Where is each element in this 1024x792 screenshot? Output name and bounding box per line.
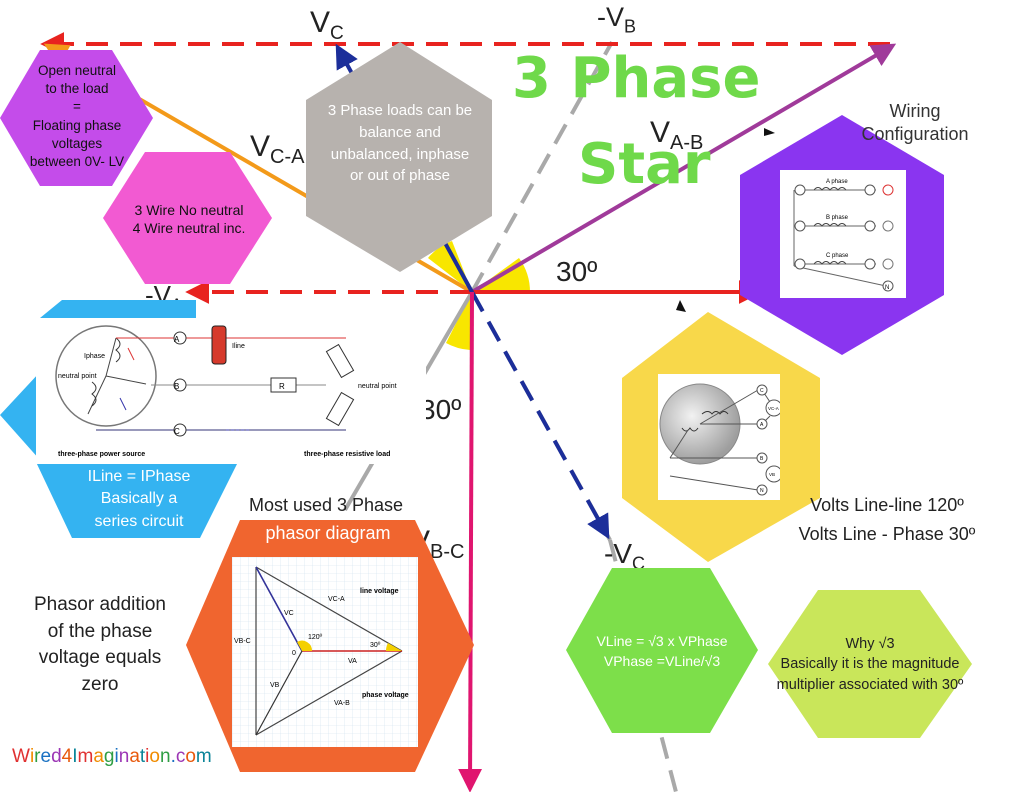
phasor-image: VC VC-A line voltage VB-C 120º 30º 0 VA …: [232, 557, 418, 747]
vector-vab: [470, 43, 897, 294]
title-line1: 3 Phase: [512, 46, 761, 111]
phasor-vbc: VB-C: [234, 638, 251, 645]
phasor-120: 120º: [308, 634, 323, 641]
iline-label: Iline: [232, 343, 245, 350]
hex-open-neutral-shape: [0, 50, 153, 186]
hex-loads-shape: [306, 42, 492, 272]
most-used-label: Most used 3 Phase: [248, 495, 404, 515]
wiring-n: N: [885, 285, 889, 291]
wiring-phase-b: B phase: [826, 215, 849, 221]
wiring-phase-a: A phase: [826, 179, 848, 185]
meter-node-b: B: [760, 456, 764, 462]
label-vab: VA-B: [650, 116, 704, 154]
phasor-diagram-label: phasor diagram: [265, 523, 391, 543]
hex-why-shape: [768, 590, 972, 738]
hex-vline-shape: [566, 568, 758, 733]
wiring-phase-c: C phase: [826, 253, 849, 259]
phasor-vab: VA-B: [334, 700, 350, 707]
label-vc: VC: [310, 6, 344, 44]
load-caption: three-phase resistive load: [304, 451, 390, 458]
wiring-svg: A phase B phase C phase N: [793, 179, 894, 292]
phasor-vca: VC-A: [328, 596, 345, 603]
phasor-vc: VC: [284, 610, 294, 617]
vector-vb: [470, 291, 610, 540]
phasor-svg: VC VC-A line voltage VB-C 120º 30º 0 VA …: [232, 557, 418, 747]
hex-iline-left-shape: [0, 372, 40, 460]
angle-label-top: 30º: [556, 256, 598, 287]
meter-vb: VB: [769, 472, 775, 477]
wiring-config-label: Wiring Configuration: [861, 101, 969, 144]
node-b: B: [174, 382, 179, 391]
brand-logo: Wired4Imagination.com: [12, 746, 212, 767]
phasor-line-voltage: line voltage: [360, 588, 399, 595]
node-a: A: [174, 335, 180, 344]
meter-node-a: A: [760, 422, 764, 428]
meter-node-n: N: [760, 488, 764, 494]
hex-wire-shape: [103, 152, 272, 284]
meter-vca: VC-A: [768, 406, 779, 411]
circuit-svg: A B C R Iphase Iline neutral point neutr…: [55, 325, 397, 458]
phasor-phase-voltage: phase voltage: [362, 692, 409, 699]
phasor-vb: VB: [270, 682, 280, 689]
tick-mark-2: [676, 300, 686, 312]
neutral-point-right: neutral point: [358, 383, 397, 390]
label-neg-vb: -VB: [597, 2, 637, 37]
phasor-30: 30º: [370, 642, 381, 649]
meter-svg: C A B N VC-A VB: [659, 383, 783, 496]
neutral-point-left: neutral point: [58, 373, 97, 380]
phasor-zero: 0: [292, 650, 296, 657]
iphase-label: Iphase: [84, 353, 105, 360]
angle-wedge-1: [428, 241, 472, 292]
hex-iline-shape: [36, 462, 238, 538]
meter-node-c: C: [760, 388, 764, 394]
vector-neg-vb: [470, 41, 614, 293]
label-vca: VC-A: [250, 130, 305, 168]
circuit-diagram: A B C R Iphase Iline neutral point neutr…: [36, 318, 426, 464]
meter-image: C A B N VC-A VB: [658, 374, 783, 500]
hex-iline-top-shape: [40, 300, 196, 318]
angle-label-bottom: 30º: [420, 394, 462, 425]
node-c: C: [174, 427, 180, 436]
phasor-va: VA: [348, 658, 357, 665]
source-caption: three-phase power source: [58, 451, 145, 458]
volts-ll-label: Volts Line-line 120º: [810, 495, 964, 515]
vector-vbc: [458, 291, 483, 792]
tick-mark-1: [764, 128, 775, 136]
volts-lp-label: Volts Line - Phase 30º: [798, 524, 976, 544]
label-neg-vc: -VC: [604, 538, 645, 574]
wiring-image: A phase B phase C phase N: [780, 170, 906, 298]
title-line2: Star: [578, 132, 711, 197]
resistor-label: R: [279, 382, 285, 391]
